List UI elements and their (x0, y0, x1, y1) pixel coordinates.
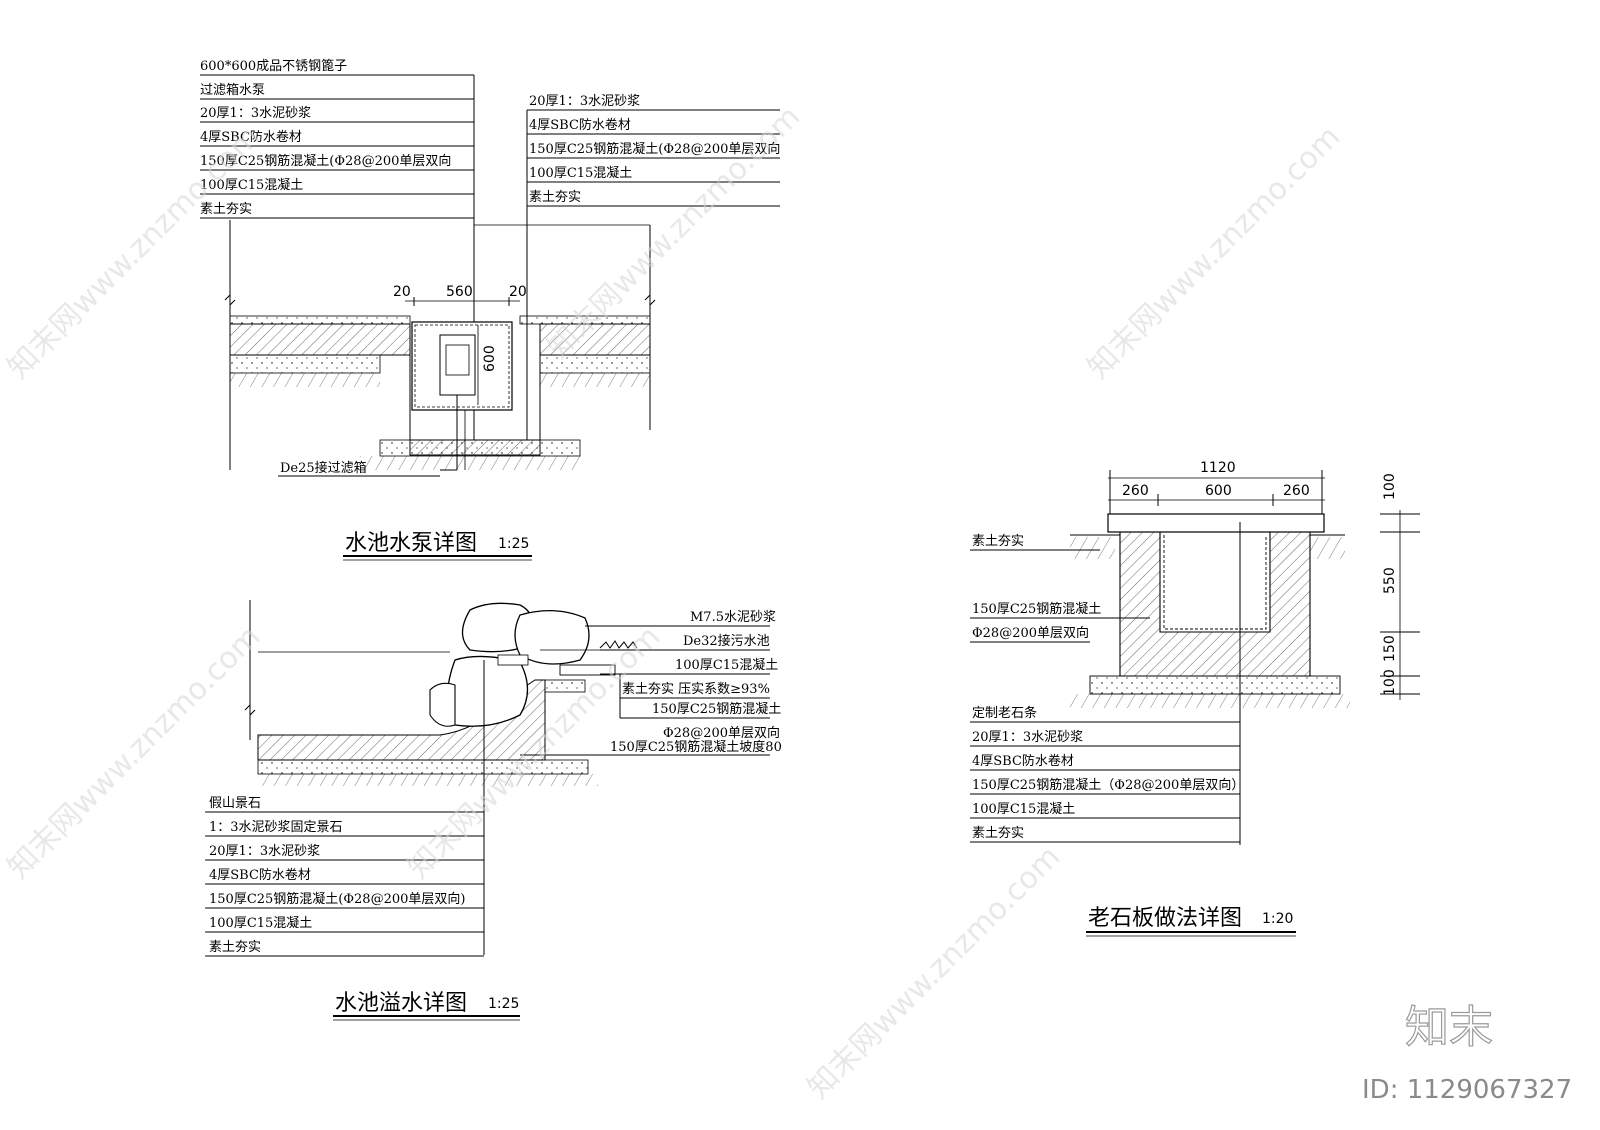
pump-layer-0: 600*600成品不锈钢篦子 (200, 59, 347, 74)
overflow-right-0: M7.5水泥砂浆 (690, 610, 776, 625)
overflow-layer-2: 20厚1：3水泥砂浆 (209, 844, 320, 859)
slab-dim-total: 1120 (1200, 460, 1236, 476)
slab-layer-2: 4厚SBC防水卷材 (972, 753, 1074, 769)
pump-dimensions: 20 560 20 600 (393, 284, 527, 405)
slab-detail: 1120 260 600 260 100 550 150 10 (970, 460, 1420, 937)
pump-layer-1: 过滤箱水泵 (200, 82, 265, 98)
pump-layer-4: 150厚C25钢筋混凝土(Φ28@200单层双向 (200, 153, 451, 169)
pump-layer-labels-left: 600*600成品不锈钢篦子 过滤箱水泵 20厚1：3水泥砂浆 4厚SBC防水卷… (200, 59, 475, 440)
pump-right-layer-3: 100厚C15混凝土 (529, 165, 632, 181)
overflow-right-6: 150厚C25钢筋混凝土坡度80 (610, 739, 782, 755)
pump-layer-6: 素土夯实 (200, 202, 252, 217)
slab-layer-5: 素土夯实 (972, 826, 1024, 841)
overflow-layer-6: 素土夯实 (209, 940, 261, 955)
pump-layer-2: 20厚1：3水泥砂浆 (200, 106, 311, 121)
overflow-layer-0: 假山景石 (209, 796, 261, 811)
slab-dim-right: 260 (1283, 483, 1310, 499)
overflow-right-4: 150厚C25钢筋混凝土 (652, 701, 781, 717)
slab-dim-mid: 600 (1205, 483, 1232, 499)
overflow-layer-4: 150厚C25钢筋混凝土(Φ28@200单层双向) (209, 891, 465, 907)
overflow-layer-1: 1：3水泥砂浆固定景石 (209, 820, 343, 835)
pump-right-layer-4: 素土夯实 (529, 190, 581, 205)
slab-dimensions-top: 1120 260 600 260 (1108, 460, 1325, 530)
slab-dim-side-2: 150 (1382, 635, 1398, 662)
overflow-layer-3: 4厚SBC防水卷材 (209, 867, 311, 883)
slab-side-2: Φ28@200单层双向 (972, 625, 1089, 641)
slab-layer-1: 20厚1：3水泥砂浆 (972, 730, 1083, 745)
slab-scale: 1:20 (1262, 911, 1293, 927)
rockery-stones (429, 602, 590, 727)
pump-right-layer-1: 4厚SBC防水卷材 (529, 117, 631, 133)
overflow-right-1: De32接污水池 (683, 633, 770, 649)
pump-layer-3: 4厚SBC防水卷材 (200, 129, 302, 145)
slab-layer-4: 100厚C15混凝土 (972, 801, 1075, 817)
brand-id: ID: 1129067327 (1362, 1075, 1572, 1105)
pump-dim-right: 20 (509, 284, 527, 300)
pump-dim-height: 600 (482, 345, 498, 372)
pump-scale: 1:25 (498, 536, 529, 552)
slab-layer-3: 150厚C25钢筋混凝土（Φ28@200单层双向） (972, 777, 1244, 793)
pump-right-layer-0: 20厚1：3水泥砂浆 (529, 94, 640, 109)
pump-layer-5: 100厚C15混凝土 (200, 177, 303, 193)
pump-right-layer-2: 150厚C25钢筋混凝土(Φ28@200单层双向 (529, 141, 780, 157)
overflow-title: 水池溢水详图 (335, 991, 467, 1016)
overflow-right-5: Φ28@200单层双向 (663, 725, 780, 741)
overflow-layer-5: 100厚C15混凝土 (209, 915, 312, 931)
pump-detail: 600*600成品不锈钢篦子 过滤箱水泵 20厚1：3水泥砂浆 4厚SBC防水卷… (200, 59, 780, 561)
brand-logo: 知末 (1405, 1002, 1493, 1053)
slab-dim-side-1: 550 (1382, 567, 1398, 594)
pump-dim-left: 20 (393, 284, 411, 300)
pump-title: 水池水泵详图 (345, 531, 477, 556)
slab-layer-0: 定制老石条 (972, 705, 1037, 721)
overflow-right-2: 100厚C15混凝土 (675, 657, 778, 673)
watermark-text: 知末网www.znzmo.com (1081, 119, 1347, 385)
slab-dim-left: 260 (1122, 483, 1149, 499)
slab-side-0: 素土夯实 (972, 534, 1024, 549)
overflow-scale: 1:25 (488, 996, 519, 1012)
slab-dim-side-3: 100 (1382, 669, 1398, 696)
overflow-labels-right: M7.5水泥砂浆 De32接污水池 100厚C15混凝土 素土夯实 压实系数≥9… (520, 610, 782, 756)
overflow-layer-labels: 假山景石 1：3水泥砂浆固定景石 20厚1：3水泥砂浆 4厚SBC防水卷材 15… (205, 660, 485, 957)
pump-dim-mid: 560 (446, 284, 473, 300)
pump-pipe-label: De25接过滤箱 (280, 460, 367, 476)
watermark-text: 知末网www.znzmo.com (1, 119, 267, 385)
slab-title: 老石板做法详图 (1088, 906, 1242, 931)
slab-side-labels: 素土夯实 150厚C25钢筋混凝土 Φ28@200单层双向 (970, 534, 1150, 643)
watermark-text: 知末网www.znzmo.com (801, 839, 1067, 1105)
slab-dim-side-0: 100 (1382, 473, 1398, 500)
overflow-detail: M7.5水泥砂浆 De32接污水池 100厚C15混凝土 素土夯实 压实系数≥9… (205, 600, 782, 1021)
slab-side-1: 150厚C25钢筋混凝土 (972, 601, 1101, 617)
overflow-right-3: 素土夯实 压实系数≥93% (622, 682, 770, 697)
watermark-text: 知末网www.znzmo.com (541, 99, 807, 365)
slab-dimensions-side: 100 550 150 100 (1380, 473, 1420, 700)
slab-layer-labels: 定制老石条 20厚1：3水泥砂浆 4厚SBC防水卷材 150厚C25钢筋混凝土（… (970, 705, 1244, 843)
pump-layer-labels-right: 20厚1：3水泥砂浆 4厚SBC防水卷材 150厚C25钢筋混凝土(Φ28@20… (526, 94, 780, 440)
